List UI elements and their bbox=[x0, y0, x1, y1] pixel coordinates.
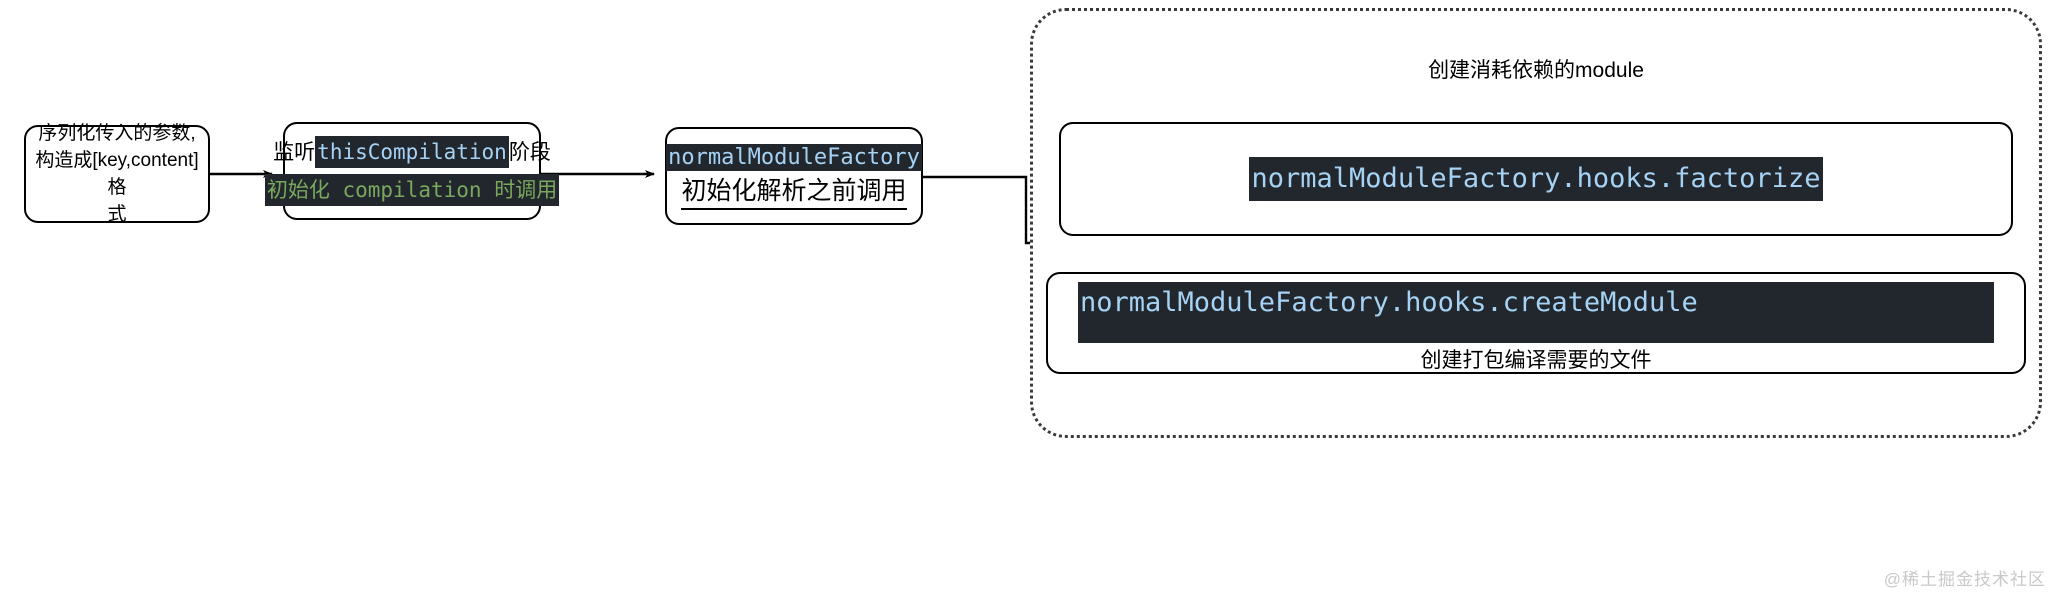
nmf-caption: 初始化解析之前调用 bbox=[681, 175, 907, 210]
normal-module-factory-code: normalModuleFactory bbox=[666, 144, 922, 171]
factorize-code: normalModuleFactory.hooks.factorize bbox=[1248, 157, 1824, 201]
node-normal-module-factory[interactable]: normalModuleFactory 初始化解析之前调用 bbox=[665, 127, 923, 225]
watermark: @稀土掘金技术社区 bbox=[1883, 570, 2046, 589]
node-this-compilation-subtitle: 初始化 compilation 时调用 bbox=[264, 174, 560, 206]
node-this-compilation-title: 监听 thisCompilation 阶段 bbox=[273, 136, 551, 168]
node-this-compilation[interactable]: 监听 thisCompilation 阶段 初始化 compilation 时调… bbox=[264, 122, 560, 220]
listen-label: 监听 bbox=[273, 141, 316, 164]
phase-label: 阶段 bbox=[508, 141, 551, 164]
node-serialize-params[interactable]: 序列化传入的参数, 构造成[key,content]格 式 bbox=[24, 123, 210, 225]
node-create-module-hook[interactable]: normalModuleFactory.hooks.createModule 创… bbox=[1046, 272, 2026, 374]
node-serialize-text: 序列化传入的参数, 构造成[key,content]格 式 bbox=[35, 123, 199, 225]
nmf-code-row: normalModuleFactory bbox=[666, 142, 922, 173]
create-module-code-block: normalModuleFactory.hooks.createModule bbox=[1078, 282, 1994, 343]
node-factorize-hook[interactable]: normalModuleFactory.hooks.factorize bbox=[1059, 122, 2013, 236]
this-compilation-code: thisCompilation bbox=[315, 136, 509, 168]
this-compilation-subtitle-code: 初始化 compilation 时调用 bbox=[264, 174, 560, 206]
group-title: 创建消耗依赖的module bbox=[1428, 59, 1644, 82]
create-module-caption: 创建打包编译需要的文件 bbox=[1420, 349, 1652, 372]
create-module-code: normalModuleFactory.hooks.createModule bbox=[1080, 287, 1698, 318]
